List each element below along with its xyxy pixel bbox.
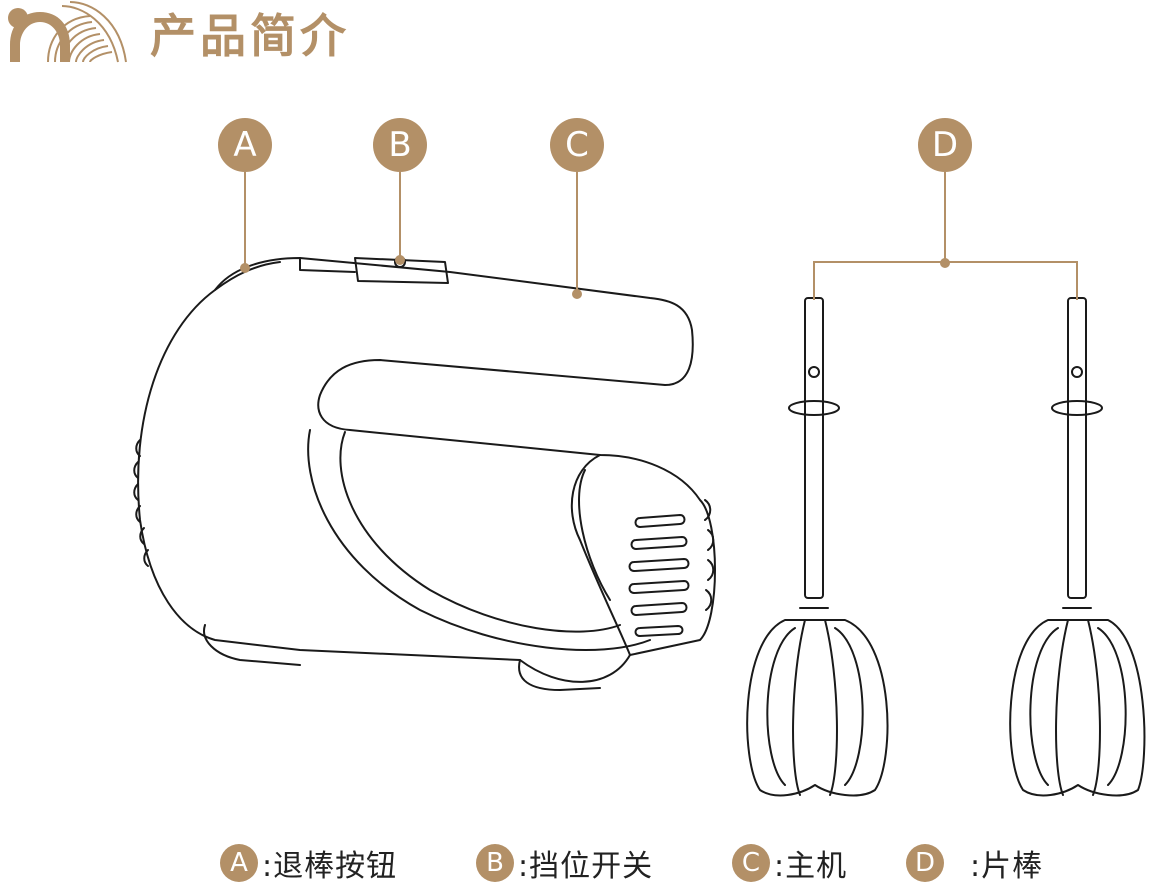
legend-badge: B <box>476 844 514 882</box>
body-vents <box>133 439 149 567</box>
legend-badge: A <box>220 844 258 882</box>
legend-label: :退棒按钮 <box>262 849 398 884</box>
legend-item-c: C :主机 <box>732 843 848 884</box>
callout-a: A <box>218 118 272 172</box>
legend-item-b: B :挡位开关 <box>476 843 654 884</box>
rainbow-arc-logo <box>8 1 127 63</box>
legend-label: :挡位开关 <box>518 849 654 884</box>
legend-label: :片棒 <box>970 849 1044 884</box>
legend-badge: D <box>906 844 944 882</box>
page-title: 产品简介 <box>150 9 350 63</box>
legend-item-a: A :退棒按钮 <box>220 843 398 884</box>
legend-item-d: D :片棒 <box>906 843 1044 884</box>
beater-left <box>746 297 889 797</box>
front-vents <box>628 499 715 637</box>
callout-b: B <box>373 118 427 172</box>
callout-c: C <box>550 118 604 172</box>
mixer-body <box>137 256 716 691</box>
callout-d: D <box>918 118 972 172</box>
beater-right <box>1009 297 1146 797</box>
legend-label: :主机 <box>774 849 848 884</box>
legend-badge: C <box>732 844 770 882</box>
